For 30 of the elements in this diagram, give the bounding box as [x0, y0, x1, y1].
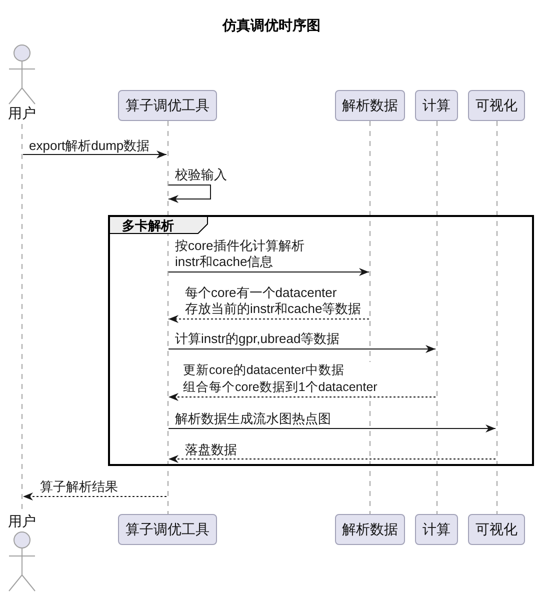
self-message-arrow	[168, 184, 211, 203]
message-label: 每个core有一个datacenter存放当前的instr和cache等数据	[185, 284, 362, 318]
message-arrow	[168, 345, 436, 353]
actor-label: 用户	[8, 513, 36, 530]
participant-box: 算子调优工具	[118, 90, 217, 121]
message-arrow	[22, 150, 167, 158]
message-label: 算子解析结果	[40, 478, 118, 495]
diagram-title: 仿真调优时序图	[222, 16, 320, 34]
message-arrow	[168, 424, 496, 432]
participant-box: 算子调优工具	[118, 514, 217, 545]
message-label: 解析数据生成流水图热点图	[175, 410, 331, 427]
message-label: 计算instr的gpr,ubread等数据	[175, 331, 340, 348]
participant-box: 可视化	[468, 514, 525, 545]
message-label: 校验输入	[175, 166, 227, 183]
participant-box: 计算	[415, 90, 458, 121]
frame-tab: 多卡解析	[110, 217, 208, 234]
return-message-arrow	[168, 455, 496, 463]
message-label: export解析dump数据	[29, 138, 150, 154]
message-label: 更新core的datacenter中数据组合每个core数据到1个datacenter	[183, 362, 378, 395]
participant-box: 计算	[415, 514, 458, 545]
message-label: 按core插件化计算解析instr和cache信息	[175, 238, 304, 270]
message-label: 落盘数据	[185, 442, 237, 458]
return-message-arrow	[22, 492, 167, 500]
return-message-arrow	[168, 393, 436, 401]
message-arrow	[168, 268, 370, 276]
participant-box: 解析数据	[335, 90, 405, 121]
actor-label: 用户	[8, 105, 36, 122]
participant-box: 可视化	[468, 90, 525, 121]
participant-box: 解析数据	[335, 514, 405, 545]
return-message-arrow	[168, 315, 370, 323]
